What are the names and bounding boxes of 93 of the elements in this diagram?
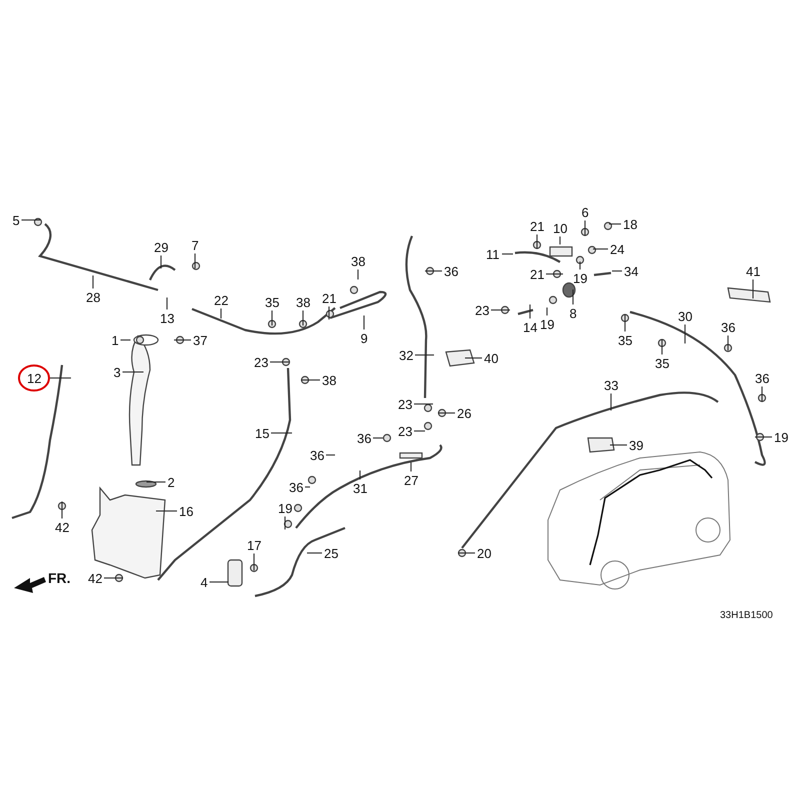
callout-number: 2	[166, 474, 176, 490]
leader-line	[326, 454, 336, 456]
callout-number: 21	[529, 218, 546, 234]
drawing-code: 33H1B1500	[720, 610, 773, 621]
callout-number: 5	[12, 212, 21, 228]
leader-line	[624, 314, 626, 332]
callout-number: 40	[483, 350, 500, 366]
callout-number: 36	[754, 370, 770, 386]
callout-number: 1	[110, 332, 120, 348]
callout-number: 30	[677, 308, 694, 324]
callout-number: 19	[773, 430, 790, 444]
leader-line	[306, 552, 322, 554]
leader-line	[160, 255, 162, 269]
leader-line	[328, 306, 330, 320]
callout-number: 31	[352, 480, 368, 496]
leader-line	[414, 430, 426, 432]
leader-line	[458, 552, 476, 554]
callout-number: 11	[485, 246, 500, 262]
leader-line	[610, 444, 628, 446]
callout-number: 13	[159, 310, 176, 326]
callout-number: 16	[178, 504, 194, 518]
callout-number: 38	[321, 372, 338, 388]
leader-line	[536, 234, 538, 249]
callout-number: 21	[321, 290, 338, 306]
callout-number: 34	[623, 264, 640, 278]
leader-line	[220, 308, 222, 319]
callout-number: 38	[295, 294, 312, 310]
callout-number: 10	[552, 220, 568, 236]
leader-line	[304, 486, 310, 488]
callout-number: 26	[456, 406, 472, 420]
leader-line	[270, 432, 292, 434]
leader-line	[592, 248, 608, 250]
callout-number: 8	[568, 306, 578, 320]
direction-label: FR.	[48, 570, 71, 586]
callout-number: 21	[529, 266, 546, 282]
leader-line	[194, 253, 196, 269]
leader-line	[302, 310, 304, 326]
callout-number: 3	[112, 364, 122, 380]
leader-line	[424, 270, 442, 272]
callout-number: 35	[654, 356, 670, 370]
callout-number: 23	[474, 302, 490, 318]
callout-number: 23	[397, 424, 414, 438]
leader-line	[752, 279, 754, 299]
callout-number: 17	[246, 538, 262, 552]
callout-number: 12	[26, 370, 42, 386]
callout-number: 36	[288, 480, 304, 494]
callout-number: 35	[617, 332, 634, 348]
callout-number: 36	[356, 430, 372, 446]
callout-number: 36	[309, 448, 326, 462]
callout-number: 4	[200, 574, 209, 590]
callout-number: 38	[350, 254, 366, 268]
callout-number: 22	[213, 292, 230, 308]
callout-number: 14	[522, 320, 538, 334]
callout-number: 27	[403, 472, 420, 488]
callout-number: 28	[85, 290, 102, 304]
callout-number: 20	[476, 546, 492, 560]
callout-number: 18	[622, 216, 638, 232]
leader-line	[410, 462, 412, 472]
callout-number: 37	[192, 332, 208, 348]
callout-number: 42	[54, 520, 70, 534]
callout-number: 33	[603, 378, 620, 392]
leader-line	[612, 270, 622, 272]
callout-number: 23	[253, 354, 270, 370]
leader-line	[414, 354, 434, 356]
callout-number: 42	[87, 570, 104, 586]
callout-number: 19	[277, 500, 294, 516]
callout-number: 39	[628, 438, 644, 452]
callout-number: 41	[745, 264, 762, 278]
callout-number: 25	[323, 546, 340, 560]
callout-number: 15	[254, 426, 270, 440]
callout-number: 36	[443, 264, 460, 278]
callout-number: 19	[572, 270, 588, 286]
callout-number: 23	[397, 396, 414, 412]
leader-line	[156, 510, 178, 512]
callout-number: 29	[153, 240, 170, 254]
leader-line	[284, 516, 286, 530]
callout-number: 32	[398, 348, 414, 362]
callout-number: 7	[190, 238, 200, 252]
callout-number: 19	[539, 316, 556, 332]
leader-line	[684, 324, 686, 344]
callout-number: 24	[609, 242, 626, 256]
leader-line	[438, 412, 456, 414]
leader-line	[572, 289, 574, 305]
callout-number: 36	[720, 320, 736, 334]
leader-line	[166, 297, 168, 310]
leader-line	[584, 220, 586, 236]
leader-line	[754, 436, 772, 438]
leader-line	[546, 307, 548, 316]
leader-line	[610, 393, 612, 411]
callout-number: 6	[580, 204, 590, 220]
leader-line	[92, 275, 94, 289]
callout-number: 9	[360, 330, 369, 346]
callout-number: 35	[264, 294, 280, 310]
